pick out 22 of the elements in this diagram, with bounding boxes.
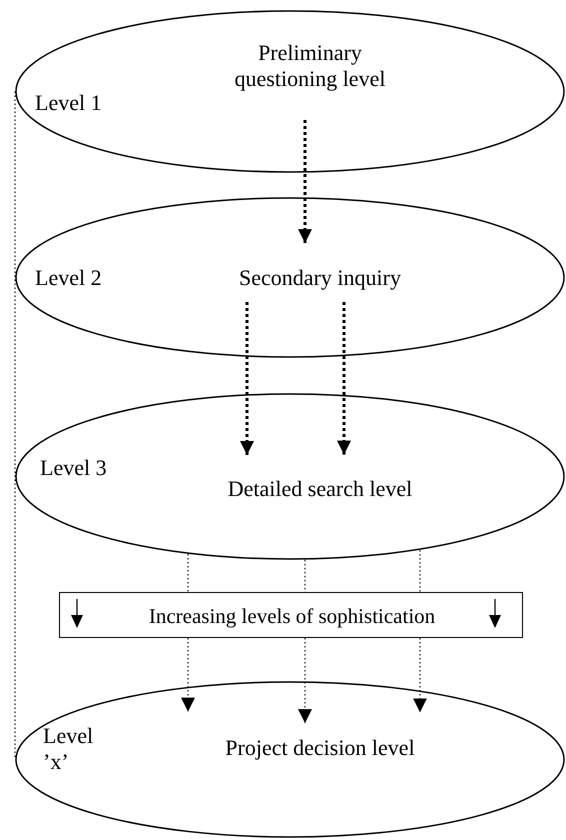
ellipse-node <box>15 393 565 560</box>
dotted-arrow <box>181 638 195 712</box>
dotted-arrow <box>413 638 427 713</box>
process-box <box>59 592 523 638</box>
node-label: Detailed search level <box>226 476 414 502</box>
ellipse-node <box>15 681 565 838</box>
node-label: Preliminary questioning level <box>234 40 386 92</box>
node-label: Project decision level <box>224 735 416 761</box>
level-label: Level ’x’ <box>43 723 94 775</box>
dotted-arrow <box>337 302 351 455</box>
node-label: Secondary inquiry <box>238 265 402 291</box>
dotted-arrow <box>298 120 312 244</box>
dotted-line <box>14 91 16 760</box>
ellipse-node <box>15 10 565 173</box>
dotted-arrow <box>298 638 312 724</box>
dotted-line <box>304 559 306 592</box>
dotted-arrow <box>240 302 254 456</box>
level-label: Level 1 <box>35 90 103 116</box>
level-label: Level 2 <box>35 265 103 291</box>
ellipse-node <box>15 197 565 358</box>
node-label: Increasing levels of sophistication <box>148 603 436 629</box>
level-label: Level 3 <box>40 455 108 481</box>
